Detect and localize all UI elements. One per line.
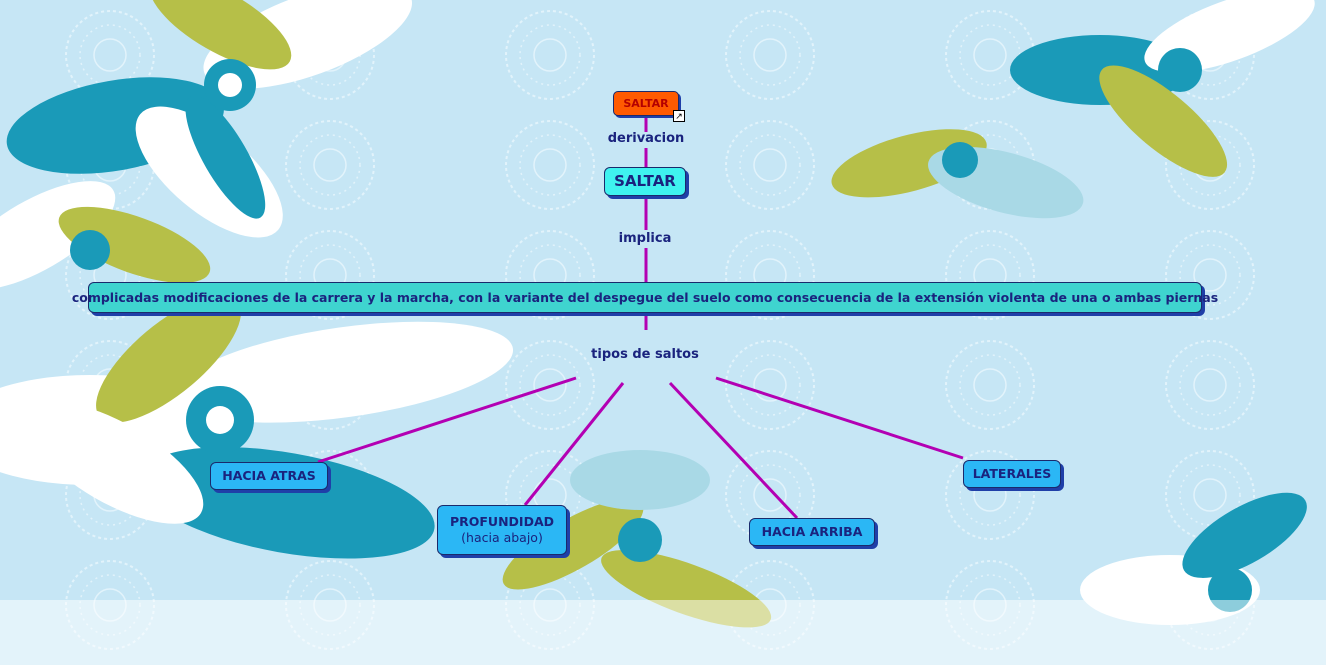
link-tipos-to-arriba — [668, 381, 799, 520]
flower-mid-left — [0, 181, 211, 290]
concept-laterales[interactable]: LATERALES — [963, 460, 1061, 488]
concept-hacia-arriba[interactable]: HACIA ARRIBA — [749, 518, 875, 546]
link-label-tipos-de-saltos: tipos de saltos — [591, 347, 699, 362]
flower-top-right — [1010, 0, 1315, 177]
link-tipos-to-atras — [317, 376, 577, 464]
concept-saltar[interactable]: SALTAR — [604, 167, 686, 196]
flower-top-left — [6, 0, 412, 238]
concept-hacia-atras[interactable]: HACIA ATRAS — [210, 462, 328, 490]
link-tipos-to-profundidad — [523, 382, 625, 506]
profundidad-sublabel: (hacia abajo) — [461, 530, 543, 545]
concept-profundidad[interactable]: PROFUNDIDAD (hacia abajo) — [437, 505, 567, 555]
link-label-derivacion: derivacion — [607, 131, 685, 146]
link-lines — [317, 116, 964, 520]
flower-mid-right — [831, 129, 1084, 219]
link-label-implica: implica — [618, 231, 672, 246]
external-link-arrow-icon[interactable]: ↗ — [673, 110, 685, 122]
link-tipos-to-laterales — [715, 376, 964, 460]
root-concept-saltar[interactable]: SALTAR — [613, 91, 679, 116]
concept-description[interactable]: complicadas modificaciones de la carrera… — [72, 282, 1218, 313]
profundidad-label: PROFUNDIDAD — [449, 514, 555, 530]
